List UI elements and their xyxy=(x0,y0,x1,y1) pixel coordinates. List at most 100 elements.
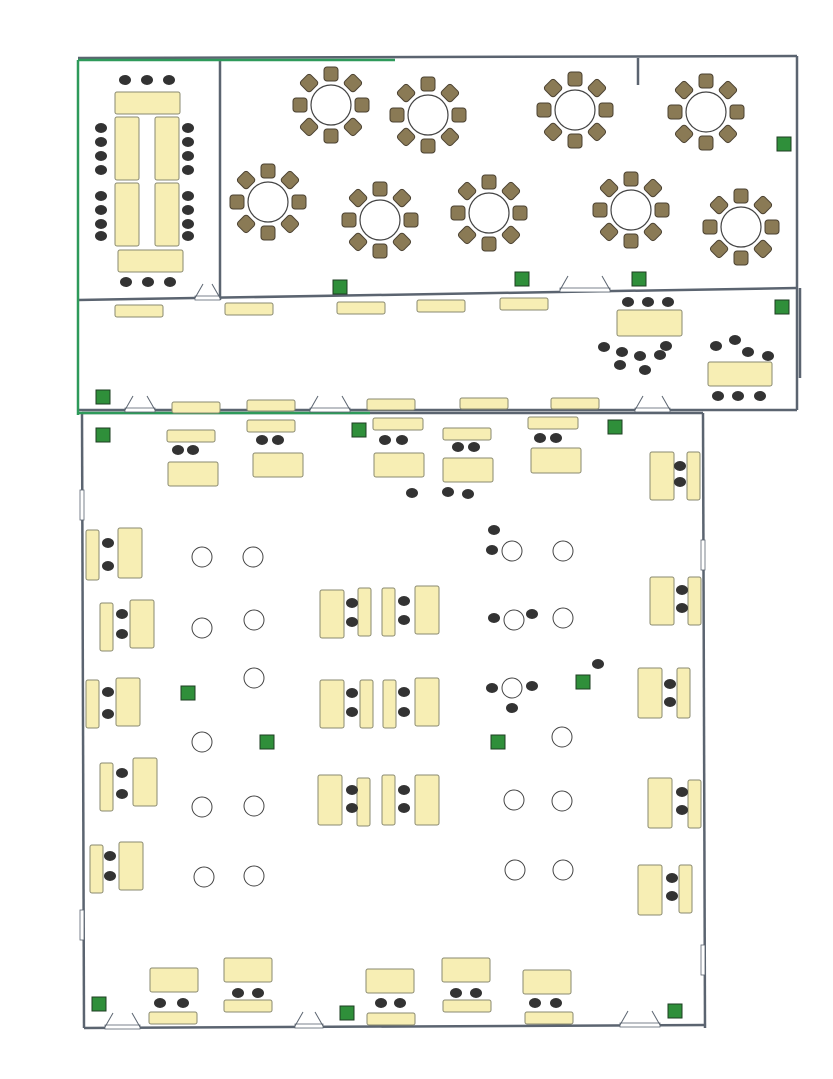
chair xyxy=(742,347,754,357)
green-floor-boxes xyxy=(91,136,792,1021)
chair xyxy=(102,709,114,719)
table xyxy=(616,309,683,337)
chair xyxy=(664,697,676,707)
table xyxy=(117,249,184,273)
banquet-chair xyxy=(599,222,619,242)
table xyxy=(115,677,141,727)
chair xyxy=(622,297,634,307)
banquet-chair xyxy=(536,102,552,118)
banquet-chair xyxy=(702,219,718,235)
table xyxy=(114,182,140,247)
chair xyxy=(346,688,358,698)
banquet-chair xyxy=(764,219,780,235)
table xyxy=(246,399,296,412)
rectangular-tables xyxy=(85,91,773,1026)
door-swing xyxy=(211,283,221,299)
small-round-table xyxy=(501,677,523,699)
banquet-chair xyxy=(718,80,738,100)
table xyxy=(118,841,144,891)
small-round-table xyxy=(191,617,213,639)
chair xyxy=(534,433,546,443)
banquet-chair xyxy=(372,181,388,197)
banquet-chair xyxy=(420,76,436,92)
chair xyxy=(529,998,541,1008)
chair xyxy=(346,617,358,627)
table xyxy=(649,451,675,501)
banquet-tables xyxy=(229,66,780,266)
chair xyxy=(710,341,722,351)
small-round-table xyxy=(551,790,573,812)
chair xyxy=(346,598,358,608)
table xyxy=(649,576,675,626)
banquet-chair xyxy=(709,239,729,259)
banquet-chair xyxy=(567,133,583,149)
chair xyxy=(116,609,128,619)
chair xyxy=(104,851,116,861)
table xyxy=(441,957,491,983)
chair xyxy=(614,360,626,370)
chair xyxy=(141,75,153,85)
door-swing xyxy=(661,395,671,411)
floor-box xyxy=(607,419,623,435)
table xyxy=(637,864,663,916)
table xyxy=(459,397,509,410)
banquet-round-table xyxy=(310,84,352,126)
chair xyxy=(104,871,116,881)
chair xyxy=(102,538,114,548)
floor-box xyxy=(95,389,111,405)
chair xyxy=(116,789,128,799)
table xyxy=(154,182,180,247)
wall xyxy=(77,286,798,302)
chair xyxy=(182,231,194,241)
floor-box xyxy=(339,1005,355,1021)
chair xyxy=(182,205,194,215)
chair xyxy=(506,703,518,713)
door-swing xyxy=(124,395,134,411)
table xyxy=(99,602,114,652)
chair xyxy=(488,525,500,535)
chair xyxy=(674,477,686,487)
door-swing xyxy=(309,395,319,411)
banquet-chair xyxy=(654,202,670,218)
chair xyxy=(660,341,672,351)
small-round-table xyxy=(191,731,213,753)
table xyxy=(372,417,424,431)
banquet-chair xyxy=(753,195,773,215)
banquet-chair xyxy=(323,128,339,144)
table xyxy=(319,679,345,729)
banquet-chair xyxy=(450,205,466,221)
table xyxy=(522,969,572,995)
door-opening xyxy=(79,909,85,941)
chair xyxy=(142,277,154,287)
chair xyxy=(346,785,358,795)
door-opening xyxy=(309,407,351,413)
chair xyxy=(762,351,774,361)
banquet-chair xyxy=(323,66,339,82)
door-swing xyxy=(601,275,611,291)
table xyxy=(686,451,701,501)
chair xyxy=(616,347,628,357)
door-swing xyxy=(314,1011,324,1027)
doors xyxy=(79,275,706,1030)
chair xyxy=(550,998,562,1008)
banquet-chair xyxy=(236,214,256,234)
banquet-chair xyxy=(481,174,497,190)
wall xyxy=(83,1023,706,1030)
chair xyxy=(550,433,562,443)
table xyxy=(357,587,372,637)
chair xyxy=(486,683,498,693)
banquet-chair xyxy=(457,181,477,201)
table xyxy=(442,427,492,441)
banquet-chair xyxy=(260,163,276,179)
banquet-chair xyxy=(229,194,245,210)
table xyxy=(114,116,140,181)
banquet-chair xyxy=(280,170,300,190)
door-swing xyxy=(294,1011,304,1027)
door-swing xyxy=(619,1010,629,1026)
table xyxy=(246,419,296,433)
table xyxy=(319,589,345,639)
door-swing xyxy=(634,395,644,411)
banquet-round-table xyxy=(468,192,510,234)
banquet-chair xyxy=(420,138,436,154)
